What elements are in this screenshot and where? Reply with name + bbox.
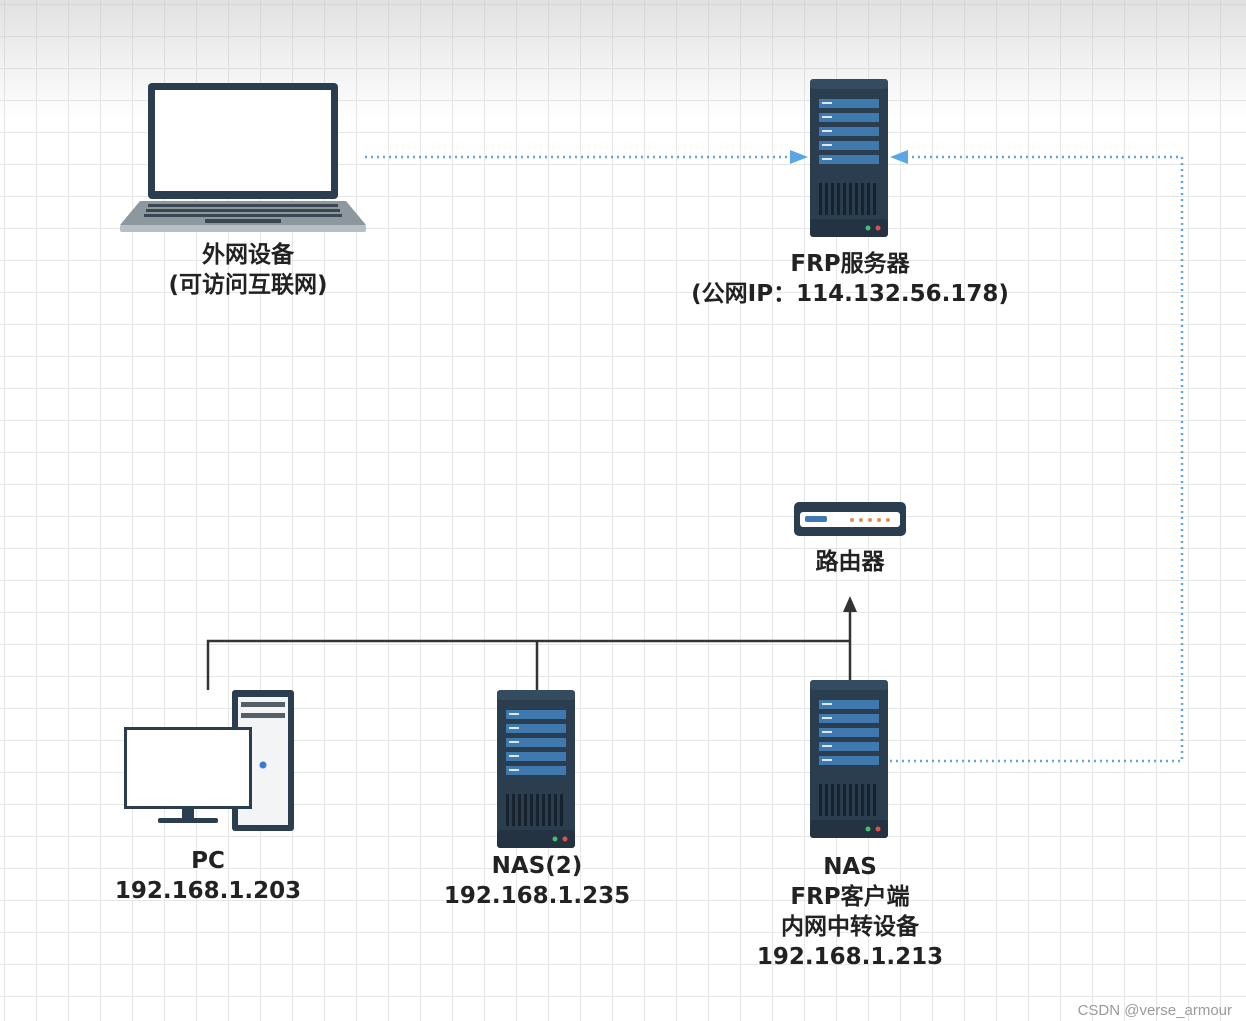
label-line: 路由器	[815, 549, 885, 575]
nas2-server-icon	[497, 690, 575, 848]
label-line: FRP服务器	[790, 251, 910, 277]
external-device-label: 外网设备 (可访问互联网)	[128, 240, 368, 300]
edge-external-to-frp	[365, 150, 808, 164]
label-line: 192.168.1.203	[114, 878, 302, 904]
label-line: 外网设备	[202, 242, 294, 268]
label-line: NAS(2)	[491, 853, 583, 879]
arrow-head-icon	[890, 150, 908, 164]
label-line: 192.168.1.213	[756, 944, 944, 970]
watermark: CSDN @verse_armour	[1077, 1002, 1232, 1019]
router-icon	[794, 502, 906, 536]
laptop-icon	[120, 83, 366, 232]
label-line: (公网IP：114.132.56.178)	[691, 281, 1009, 307]
router-label: 路由器	[780, 547, 920, 577]
label-line: FRP客户端	[790, 884, 910, 910]
pc-label: PC 192.168.1.203	[98, 846, 318, 906]
label-line: 192.168.1.235	[443, 883, 631, 909]
frp-server-icon	[810, 79, 888, 237]
lan-bus	[206, 610, 852, 690]
frp-server-label: FRP服务器 (公网IP：114.132.56.178)	[660, 249, 1040, 309]
desktop-computer-icon	[124, 690, 294, 831]
nas-client-server-icon	[810, 680, 888, 838]
nas2-label: NAS(2) 192.168.1.235	[427, 851, 647, 911]
label-line: PC	[191, 848, 225, 874]
label-line: 内网中转设备	[781, 914, 919, 940]
label-line: NAS	[823, 854, 877, 880]
nas-client-label: NAS FRP客户端 内网中转设备 192.168.1.213	[740, 852, 960, 972]
arrow-up-icon	[843, 596, 857, 612]
label-line: (可访问互联网)	[168, 272, 328, 298]
edge-nas-client-to-frp	[890, 150, 1184, 763]
arrow-head-icon	[790, 150, 808, 164]
